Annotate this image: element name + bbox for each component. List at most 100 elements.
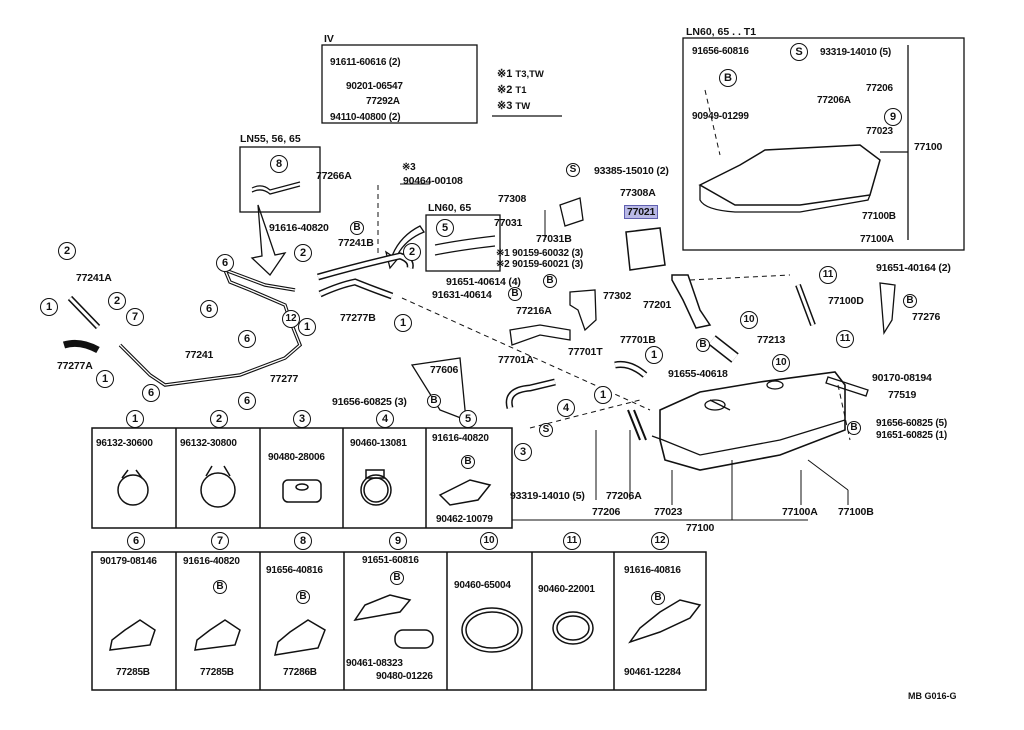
part-label[interactable]: 91611-60616 (2) [330, 57, 401, 68]
part-label[interactable]: 90170-08194 [872, 372, 932, 384]
part-label[interactable]: 90179-08146 [100, 556, 157, 567]
part-label[interactable]: 91616-40820 [269, 222, 329, 234]
part-label[interactable]: 77276 [912, 311, 941, 323]
part-label[interactable]: 91651-40614 (4) [446, 276, 521, 288]
part-label[interactable]: 93319-14010 (5) [510, 490, 585, 502]
part-label[interactable]: 77100 [914, 141, 943, 153]
detail-ref-6[interactable]: 6 [127, 532, 145, 550]
symbol-b[interactable]: B [390, 571, 404, 585]
callout-10[interactable]: 10 [740, 311, 758, 329]
part-label[interactable]: 94110-40800 (2) [330, 112, 401, 123]
symbol-b[interactable]: B [213, 580, 227, 594]
part-label[interactable]: 77285B [200, 667, 234, 678]
part-label[interactable]: 77206 [866, 83, 893, 94]
part-label[interactable]: 77277A [57, 360, 93, 372]
part-label[interactable]: 77206A [606, 490, 642, 502]
callout-9[interactable]: 9 [884, 108, 902, 126]
part-label[interactable]: 91631-40614 [432, 289, 492, 301]
part-label[interactable]: 77023 [654, 506, 683, 518]
highlight-label[interactable]: 77021 [624, 205, 659, 219]
symbol-b[interactable]: B [719, 69, 737, 87]
detail-ref-4[interactable]: 4 [376, 410, 394, 428]
detail-ref-1[interactable]: 1 [126, 410, 144, 428]
part-label[interactable]: 77701A [498, 354, 534, 366]
callout-1[interactable]: 1 [394, 314, 412, 332]
part-label[interactable]: 90462-10079 [436, 514, 493, 525]
part-label[interactable]: 96132-30600 [96, 438, 153, 449]
part-label[interactable]: 93385-15010 (2) [594, 165, 669, 177]
symbol-b[interactable]: B [508, 287, 522, 301]
part-label[interactable]: 77241A [76, 272, 112, 284]
callout-5[interactable]: 5 [436, 219, 454, 237]
detail-ref-5[interactable]: 5 [459, 410, 477, 428]
callout-7[interactable]: 7 [126, 308, 144, 326]
part-label[interactable]: 77031 [494, 217, 523, 229]
part-label[interactable]: 90461-08323 [346, 658, 403, 669]
part-label[interactable]: 96132-30800 [180, 438, 237, 449]
detail-ref-2[interactable]: 2 [210, 410, 228, 428]
part-label[interactable]: 77292A [366, 96, 400, 107]
callout-1[interactable]: 1 [645, 346, 663, 364]
part-label[interactable]: 77285B [116, 667, 150, 678]
part-label[interactable]: 77023 [866, 126, 893, 137]
part-label[interactable]: 91616-40820 [432, 433, 489, 444]
part-label[interactable]: 77266A [316, 170, 352, 182]
symbol-b[interactable]: B [847, 421, 861, 435]
part-label[interactable]: 77308 [498, 193, 527, 205]
callout-6[interactable]: 6 [238, 392, 256, 410]
part-label[interactable]: ※2 90159-60021 (3) [496, 259, 584, 270]
symbol-s[interactable]: S [566, 163, 580, 177]
callout-6[interactable]: 6 [142, 384, 160, 402]
callout-6[interactable]: 6 [216, 254, 234, 272]
callout-6[interactable]: 6 [238, 330, 256, 348]
symbol-b[interactable]: B [296, 590, 310, 604]
part-label[interactable]: 77606 [430, 364, 459, 376]
callout-11[interactable]: 11 [819, 266, 837, 284]
part-label[interactable]: 91651-60825 (1) [876, 430, 947, 441]
callout-10[interactable]: 10 [772, 354, 790, 372]
part-label[interactable]: 77308A [620, 187, 656, 199]
part-label[interactable]: 91656-60825 (3) [332, 396, 407, 408]
callout-2[interactable]: 2 [294, 244, 312, 262]
part-label[interactable]: 91656-40816 [266, 565, 323, 576]
part-label[interactable]: 77277 [270, 373, 299, 385]
detail-ref-10[interactable]: 10 [480, 532, 498, 550]
part-label[interactable]: 77100D [828, 295, 864, 307]
part-label[interactable]: 77100B [862, 211, 896, 222]
part-label[interactable]: 90460-65004 [454, 580, 511, 591]
part-label[interactable]: 77100A [782, 506, 818, 518]
detail-ref-11[interactable]: 11 [563, 532, 581, 550]
part-label[interactable]: 77213 [757, 334, 786, 346]
callout-2[interactable]: 2 [403, 243, 421, 261]
detail-ref-8[interactable]: 8 [294, 532, 312, 550]
callout-4[interactable]: 4 [557, 399, 575, 417]
callout-1[interactable]: 1 [298, 318, 316, 336]
part-label[interactable]: 91651-60816 [362, 555, 419, 566]
part-label[interactable]: 91616-40820 [183, 556, 240, 567]
detail-ref-9[interactable]: 9 [389, 532, 407, 550]
part-label[interactable]: 77206 [592, 506, 621, 518]
symbol-s[interactable]: S [539, 423, 553, 437]
part-label[interactable]: ※1 90159-60032 (3) [496, 248, 584, 259]
symbol-s[interactable]: S [790, 43, 808, 61]
part-label[interactable]: 77100 [686, 522, 715, 534]
part-label[interactable]: 77031B [536, 233, 572, 245]
part-label[interactable]: 90460-13081 [350, 438, 407, 449]
callout-3[interactable]: 3 [514, 443, 532, 461]
part-label[interactable]: 91656-60825 (5) [876, 418, 947, 429]
part-label[interactable]: 90460-22001 [538, 584, 595, 595]
part-label[interactable]: 91655-40618 [668, 368, 728, 380]
callout-2[interactable]: 2 [58, 242, 76, 260]
symbol-b[interactable]: B [427, 394, 441, 408]
part-label[interactable]: 90949-01299 [692, 111, 749, 122]
part-label[interactable]: 77216A [516, 305, 552, 317]
part-label[interactable]: 77100A [860, 234, 894, 245]
highlighted-part-77021[interactable]: 77021 [624, 205, 659, 219]
callout-1[interactable]: 1 [96, 370, 114, 388]
part-label[interactable]: 90464-00108 [403, 175, 463, 187]
callout-1[interactable]: 1 [40, 298, 58, 316]
part-label[interactable]: 77519 [888, 389, 917, 401]
callout-6[interactable]: 6 [200, 300, 218, 318]
part-label[interactable]: 91651-40164 (2) [876, 262, 951, 274]
symbol-b[interactable]: B [696, 338, 710, 352]
